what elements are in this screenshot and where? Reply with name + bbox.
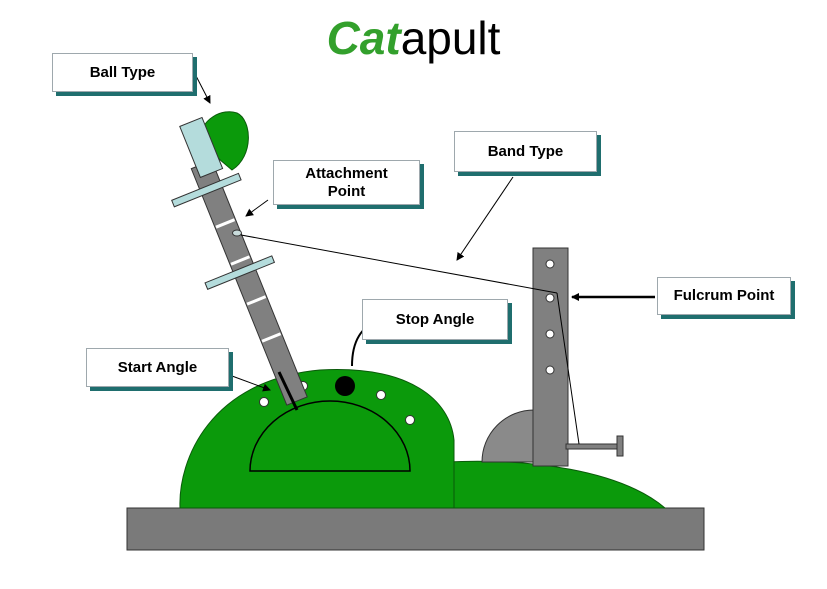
start-angle-arrow [231,375,271,392]
ball-holder-pin [171,172,242,208]
ball-type-label: Ball Type [52,53,193,92]
band-type-label: Band Type [454,131,597,172]
ball-mount [179,116,224,179]
stop-angle-label: Stop Angle [362,299,508,340]
fulcrum-hole [545,259,555,269]
ball-type-arrow [193,71,211,104]
arm-mark [261,332,282,343]
launch-arm-group [171,159,308,406]
start-angle-stop [277,371,299,411]
page-title: Catapult [0,10,827,66]
stop-peg [335,376,355,396]
fulcrum-hole [545,329,555,339]
angle-hole [259,397,269,407]
attachment-pin [204,255,276,290]
angle-hole [405,415,415,425]
title-highlight: Cat [326,12,401,64]
attachment-point-marker [232,229,242,237]
fulcrum-support [481,409,535,463]
band [556,292,580,445]
fulcrum-hole [545,365,555,375]
fulcrum-pin-head [616,435,624,457]
arm-mark [230,255,251,266]
band [240,234,558,294]
attachment-point-arrow [245,199,269,217]
arm-mark [215,218,236,229]
fulcrum-hole [545,293,555,303]
arm-mark [246,295,267,306]
attachment-point-label: Attachment Point [273,160,420,205]
base-plate [126,507,705,551]
start-angle-label: Start Angle [86,348,229,387]
angle-hole [376,390,386,400]
fulcrum-pin [565,443,622,450]
band-type-arrow [456,176,514,261]
right-ramp [445,460,667,509]
title-rest: apult [400,12,501,64]
fulcrum-point-label: Fulcrum Point [657,277,791,315]
protractor [249,400,411,472]
fulcrum-post [532,247,569,467]
ball [198,111,249,171]
